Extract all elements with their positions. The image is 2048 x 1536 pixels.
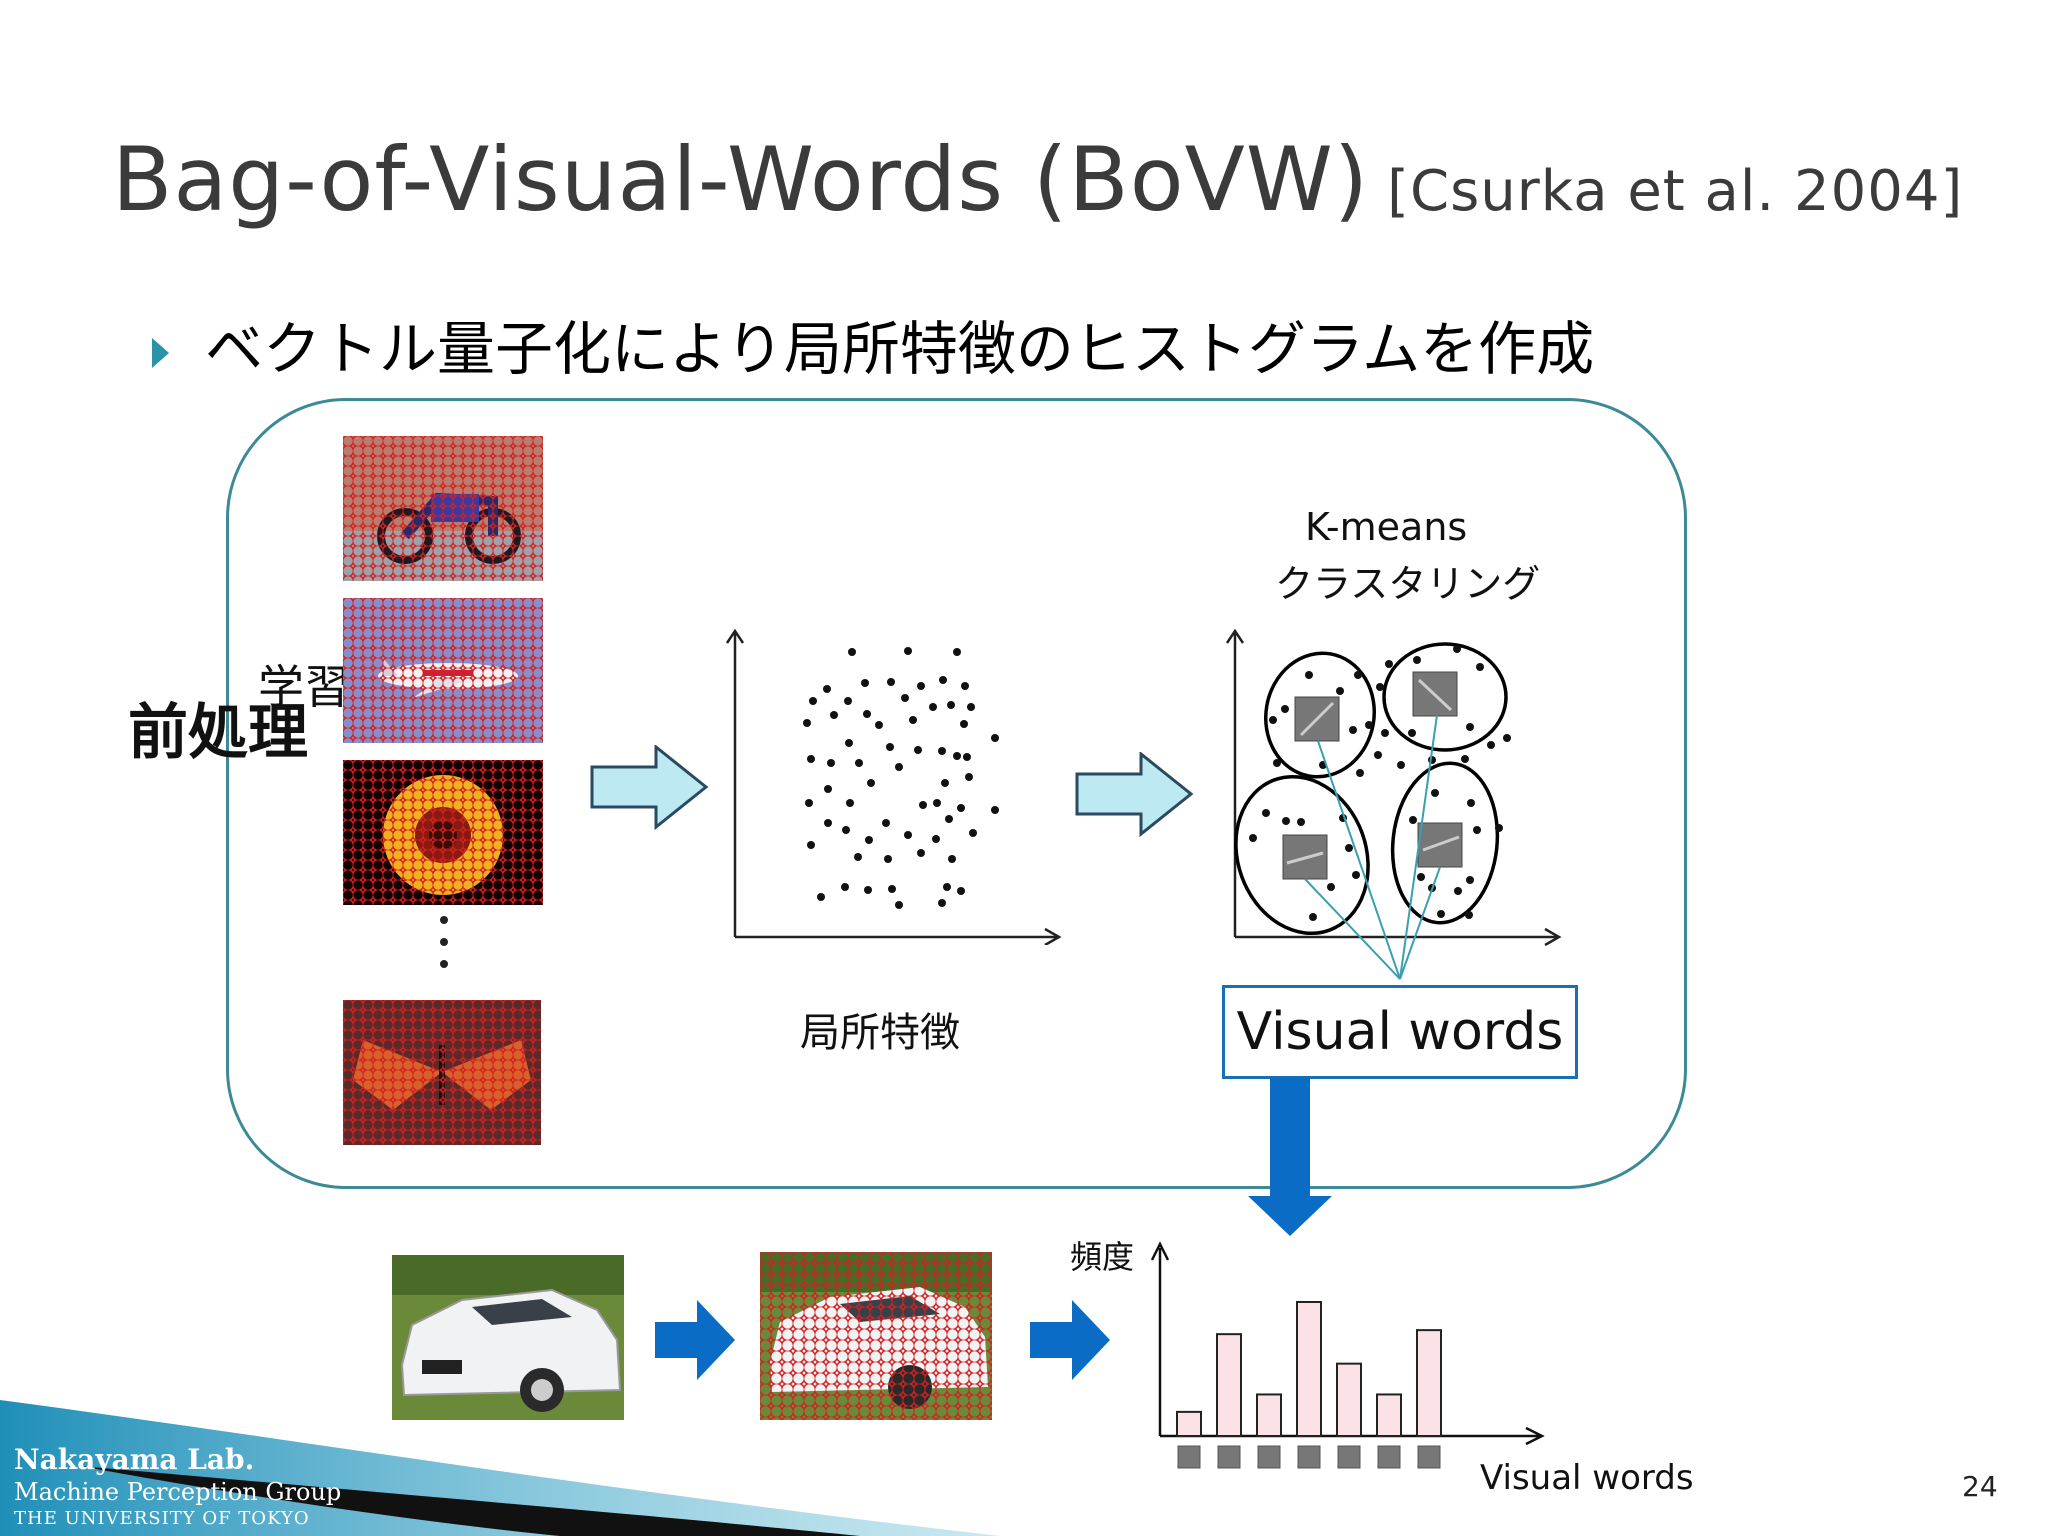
preprocessing-label: 前処理 — [128, 698, 308, 768]
slide-title: Bag-of-Visual-Words (BoVW) [Csurka et al.… — [112, 128, 1963, 231]
motorcycle-image — [343, 436, 543, 581]
kmeans-label: K-means — [1305, 505, 1468, 549]
histogram-x-label: Visual words — [1480, 1458, 1694, 1498]
local-features-label: 局所特徴 — [800, 1010, 960, 1056]
histogram-bars — [1176, 1301, 1442, 1438]
histogram-bar — [1416, 1329, 1442, 1437]
arrow-right-blue-icon — [655, 1300, 735, 1380]
local-features-plot — [725, 628, 1062, 945]
page-number: 24 — [1962, 1470, 1998, 1503]
car-image — [392, 1255, 624, 1420]
clustered-points — [1249, 645, 1511, 921]
histogram-bar — [1336, 1362, 1362, 1437]
histogram — [1150, 1241, 1545, 1469]
arrow-down-blue-icon — [1248, 1078, 1332, 1236]
histogram-y-label: 頻度 — [1070, 1238, 1135, 1276]
histogram-bar — [1256, 1393, 1282, 1438]
butterfly-image — [343, 1000, 541, 1145]
feature-points — [803, 647, 999, 909]
kmeans-clusters-plot — [1225, 628, 1562, 980]
arrow-right-light-icon — [590, 745, 709, 830]
citation: [Csurka et al. 2004] — [1387, 159, 1964, 224]
cluster-ellipses — [1234, 642, 1508, 936]
histogram-bar — [1176, 1410, 1202, 1438]
histogram-word-patches — [1177, 1445, 1441, 1469]
airplane-image — [343, 598, 543, 743]
bullet-text: ベクトル量子化により局所特徴のヒストグラムを作成 — [205, 315, 1595, 383]
bullet-triangle-icon — [152, 338, 169, 368]
car-grid-image — [760, 1252, 992, 1420]
ellipsis-dots — [440, 916, 448, 968]
arrow-right-light-icon — [1075, 752, 1194, 837]
lab-group: Machine Perception Group — [14, 1478, 342, 1506]
histogram-bar — [1296, 1301, 1322, 1437]
clustering-label: クラスタリング — [1275, 562, 1541, 606]
patch-stripes — [1286, 678, 1460, 865]
title-text: Bag-of-Visual-Words (BoVW) — [112, 128, 1370, 231]
lab-name: Nakayama Lab. — [14, 1443, 255, 1476]
histogram-bar — [1216, 1333, 1242, 1437]
lab-university: THE UNIVERSITY OF TOKYO — [14, 1508, 310, 1529]
corner-swoosh — [0, 1400, 1000, 1536]
visual-words-box: Visual words — [1222, 985, 1578, 1079]
sunflower-image — [343, 760, 543, 905]
histogram-bar — [1376, 1393, 1402, 1438]
patch-link-lines — [1304, 714, 1441, 980]
training-images-label: 学習用画像 — [258, 658, 488, 716]
arrow-right-blue-icon — [1030, 1300, 1110, 1380]
